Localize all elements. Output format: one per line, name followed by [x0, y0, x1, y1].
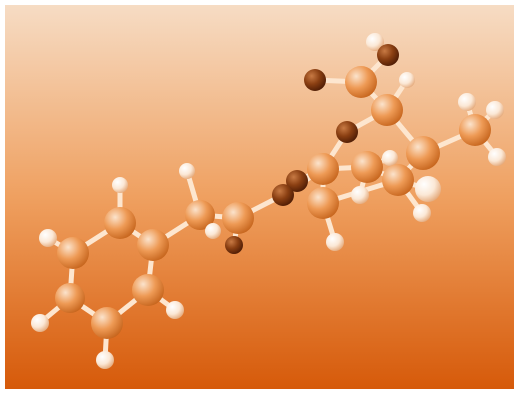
hydrogen-atom [415, 176, 441, 202]
carbon-atom [104, 207, 136, 239]
hydrogen-atom [399, 72, 415, 88]
carbon-atom [351, 151, 383, 183]
hydrogen-atom [488, 148, 506, 166]
hydrogen-atom [458, 93, 476, 111]
oxygen-atom [286, 170, 308, 192]
hydrogen-atom [112, 177, 128, 193]
atoms-layer [31, 33, 506, 369]
carbon-atom [91, 307, 123, 339]
carbon-atom [137, 229, 169, 261]
carbon-atom [185, 200, 215, 230]
oxygen-atom [225, 236, 243, 254]
carbon-atom [132, 274, 164, 306]
carbon-atom [55, 283, 85, 313]
carbon-atom [459, 114, 491, 146]
carbon-atom [57, 237, 89, 269]
molecule-scene [5, 5, 514, 389]
hydrogen-atom [179, 163, 195, 179]
oxygen-atom [304, 69, 326, 91]
oxygen-atom [377, 44, 399, 66]
carbon-atom [307, 153, 339, 185]
hydrogen-atom [166, 301, 184, 319]
carbon-atom [222, 202, 254, 234]
hydrogen-atom [366, 33, 384, 51]
hydrogen-atom [382, 150, 398, 166]
carbon-atom [345, 66, 377, 98]
hydrogen-atom [96, 351, 114, 369]
oxygen-atom [336, 121, 358, 143]
hydrogen-atom [486, 101, 504, 119]
carbon-atom [307, 187, 339, 219]
hydrogen-atom [39, 229, 57, 247]
carbon-atom [406, 136, 440, 170]
hydrogen-atom [31, 314, 49, 332]
molecule-illustration [5, 5, 514, 389]
hydrogen-atom [413, 204, 431, 222]
hydrogen-atom [351, 186, 369, 204]
hydrogen-atom [205, 223, 221, 239]
oxygen-atom [272, 184, 294, 206]
hydrogen-atom [326, 233, 344, 251]
carbon-atom [371, 94, 403, 126]
carbon-atom [382, 164, 414, 196]
